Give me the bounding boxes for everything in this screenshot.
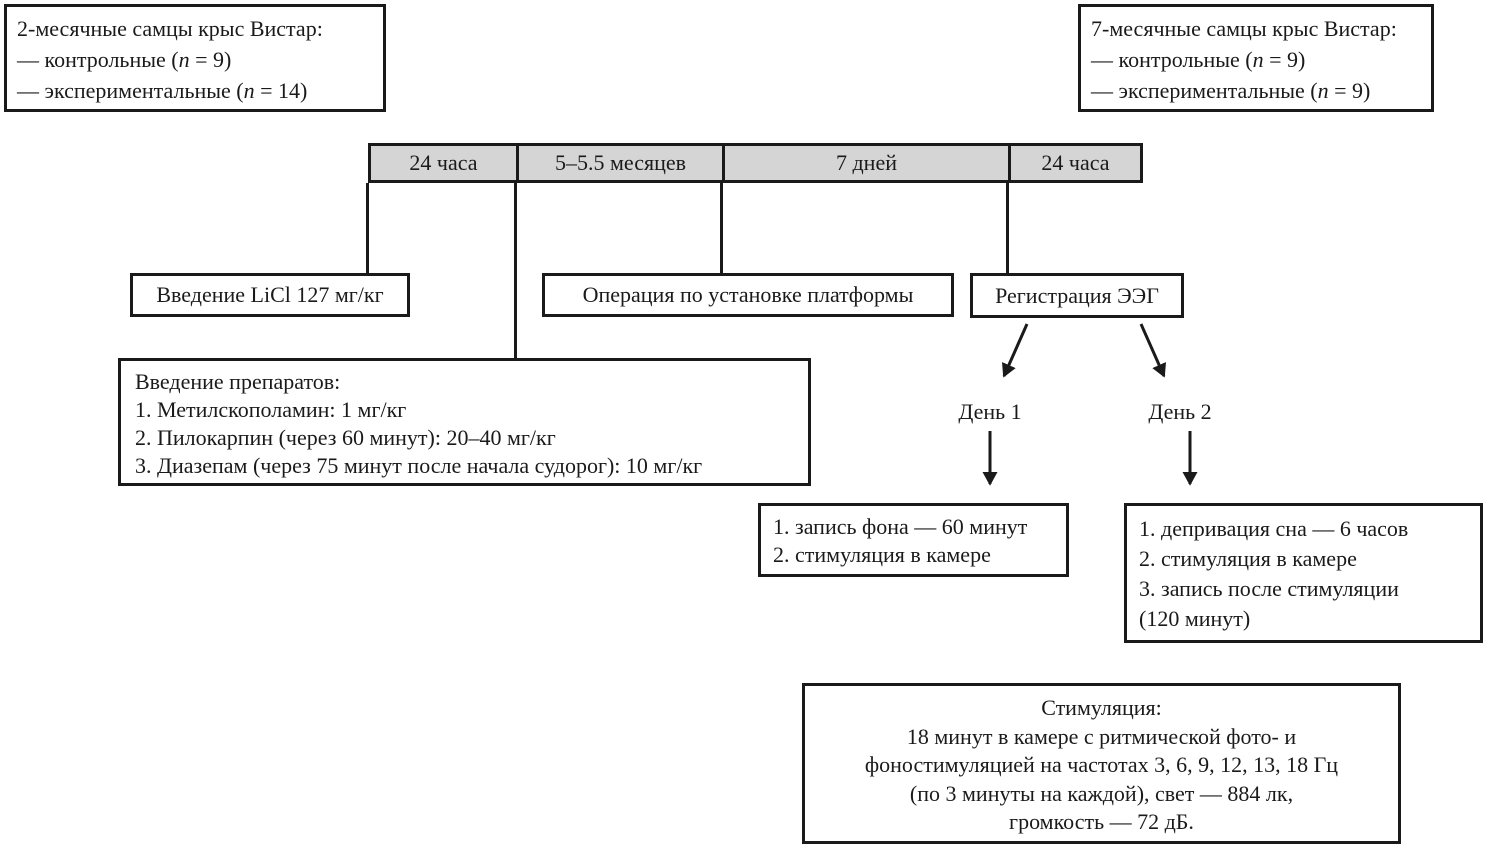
day1-step: 1. запись фона — 60 минут — [773, 514, 1028, 539]
group-title: 7-месячные самцы крыс Вистар: — [1091, 16, 1397, 41]
timeline-segment: 24 часа — [1008, 146, 1140, 180]
stimulation-detail: (по 3 минуты на каждой), свет — 884 лк, — [909, 780, 1294, 806]
day2-step: (120 минут) — [1139, 606, 1251, 631]
day1-procedure-box: 1. запись фона — 60 минут 2. стимуляция … — [758, 503, 1069, 577]
day2-step: 3. запись после стимуляции — [1139, 576, 1399, 601]
stimulation-title: Стимуляция: — [1041, 695, 1162, 720]
connector-timeline-to-eeg — [1006, 183, 1009, 274]
stimulation-detail: громкость — 72 дБ. — [1009, 809, 1194, 834]
timeline-segment: 7 дней — [722, 146, 1008, 180]
day1-label: День 1 — [958, 399, 1022, 424]
drug-administration-box: Введение препаратов: 1. Метилскополамин:… — [118, 358, 811, 486]
group-line: — экспериментальные (n = 14) — [17, 78, 308, 103]
stimulation-detail: фоностимуляцией на частотах 3, 6, 9, 12,… — [864, 752, 1339, 777]
drug-item: 2. Пилокарпин (через 60 минут): 20–40 мг… — [135, 425, 556, 450]
group-line: — контрольные (n = 9) — [17, 47, 232, 72]
group-line: — контрольные (n = 9) — [1091, 47, 1306, 72]
day2-label: День 2 — [1148, 399, 1212, 424]
eeg-registration-box: Регистрация ЭЭГ — [970, 273, 1184, 318]
group-7-month-box: 7-месячные самцы крыс Вистар: — контроль… — [1078, 4, 1434, 112]
group-title: 2-месячные самцы крыс Вистар: — [17, 16, 323, 41]
group-line: — экспериментальные (n = 9) — [1091, 78, 1371, 103]
stimulation-detail: 18 минут в камере с ритмической фото- и — [906, 723, 1297, 749]
arrow-eeg-to-day2 — [1139, 323, 1167, 378]
eeg-registration-label: Регистрация ЭЭГ — [995, 282, 1159, 308]
timeline-bar: 24 часа 5–5.5 месяцев 7 дней 24 часа — [368, 143, 1143, 183]
day1-step: 2. стимуляция в камере — [773, 542, 991, 567]
day2-step: 1. депривация сна — 6 часов — [1139, 516, 1409, 541]
connector-timeline-to-surgery — [720, 183, 723, 274]
drug-item: 1. Метилскополамин: 1 мг/кг — [135, 397, 407, 422]
day2-step: 2. стимуляция в камере — [1139, 546, 1357, 571]
day2-procedure-box: 1. депривация сна — 6 часов 2. стимуляци… — [1124, 503, 1483, 643]
licl-injection-box: Введение LiCl 127 мг/кг — [130, 273, 410, 317]
connector-timeline-to-drugs — [514, 183, 517, 359]
stimulation-box: Стимуляция: 18 минут в камере с ритмичес… — [802, 683, 1401, 844]
platform-surgery-box: Операция по установке платформы — [542, 273, 954, 317]
connector-timeline-to-licl — [366, 183, 369, 274]
drug-administration-title: Введение препаратов: — [135, 369, 341, 394]
licl-injection-label: Введение LiCl 127 мг/кг — [156, 282, 384, 307]
platform-surgery-label: Операция по установке платформы — [582, 282, 914, 307]
timeline-segment: 5–5.5 месяцев — [516, 146, 722, 180]
drug-item: 3. Диазепам (через 75 минут после начала… — [135, 453, 703, 478]
arrow-eeg-to-day1 — [1001, 323, 1029, 378]
group-2-month-box: 2-месячные самцы крыс Вистар: — контроль… — [4, 4, 386, 112]
timeline-segment: 24 часа — [409, 150, 478, 175]
